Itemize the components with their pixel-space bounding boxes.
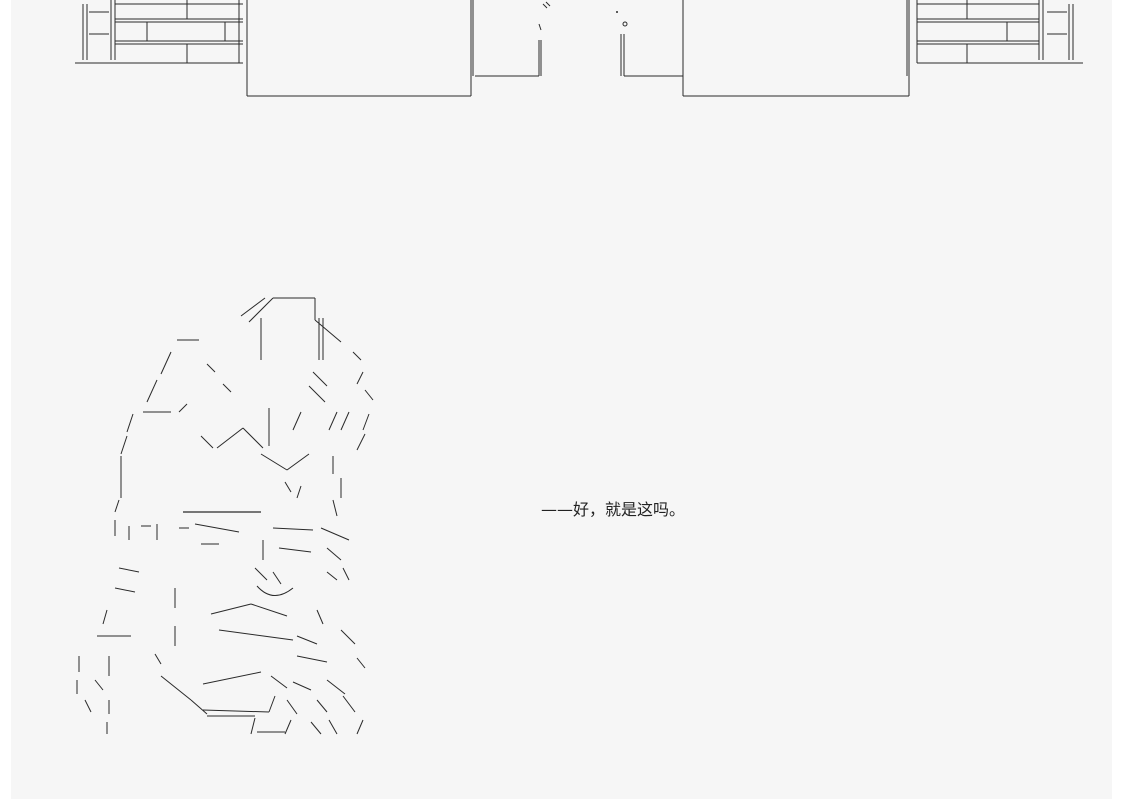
figure-eyes [128, 511, 350, 561]
hooded-figure-art [76, 297, 374, 735]
figure-hood [146, 297, 374, 403]
left-brick-wall [75, 0, 243, 64]
figure-body [76, 603, 366, 735]
left-panel [246, 0, 542, 97]
top-scene-art [75, 0, 1083, 97]
dialogue-text: ——好，就是这吗。 [541, 500, 686, 519]
right-brick-wall [916, 0, 1083, 64]
figure-mouth [114, 567, 350, 608]
doorway [538, 1, 683, 77]
manga-page: ——好，就是这吗。 [11, 0, 1112, 799]
right-panel [682, 0, 910, 97]
figure-face [114, 403, 370, 536]
